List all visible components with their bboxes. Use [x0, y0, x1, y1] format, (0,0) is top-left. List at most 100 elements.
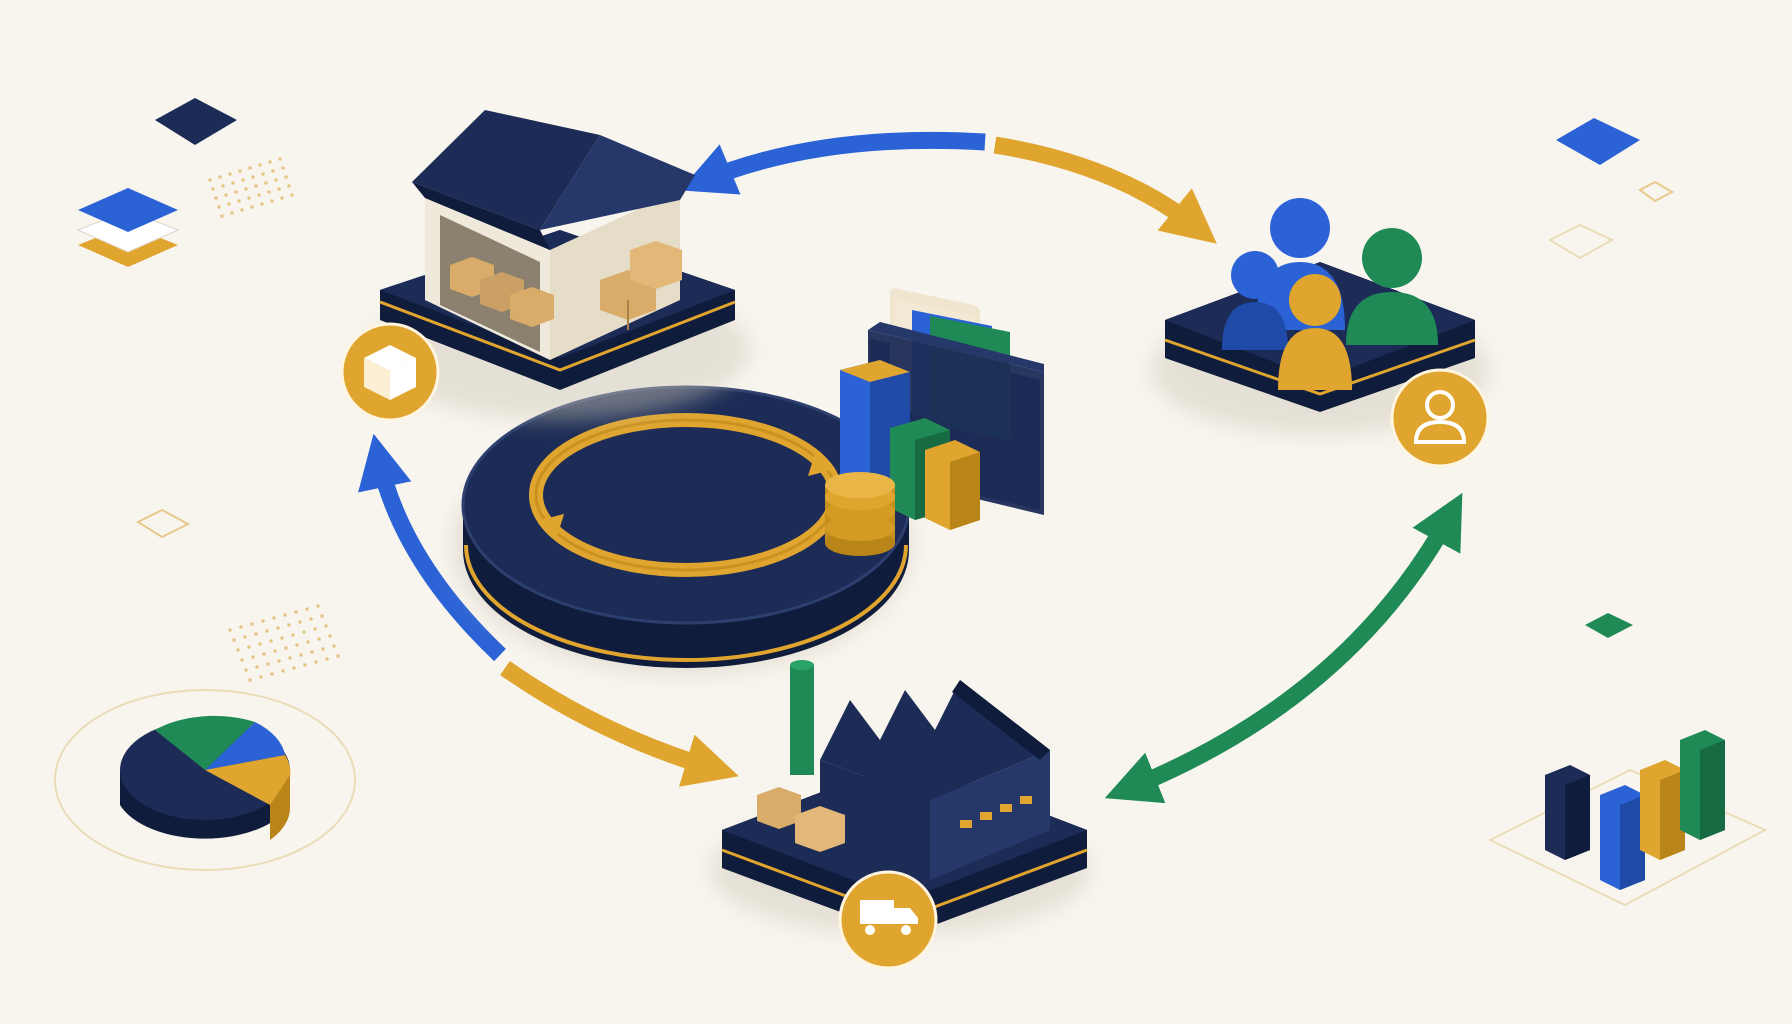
- boxes-icon: [757, 787, 845, 852]
- dot: [280, 636, 284, 640]
- factory-windows: [960, 796, 1032, 828]
- dot: [336, 654, 340, 658]
- chimney-icon: [790, 660, 814, 775]
- dot: [236, 648, 240, 652]
- dot: [281, 669, 285, 673]
- dot: [283, 613, 287, 617]
- dot: [295, 643, 299, 647]
- dot: [280, 196, 284, 200]
- dot: [237, 199, 241, 203]
- dot: [284, 175, 288, 179]
- diamond-outline-icon: [1547, 223, 1615, 260]
- dot: [277, 659, 281, 663]
- dot: [306, 640, 310, 644]
- arrow-warehouse-to-factory: [500, 661, 739, 787]
- dot: [261, 619, 265, 623]
- arrow-customers-to-warehouse: [679, 131, 986, 195]
- dot: [303, 663, 307, 667]
- arrow-factory-to-customers: [1104, 492, 1463, 804]
- bar-chart-icon: [1487, 730, 1768, 907]
- dot: [231, 181, 235, 185]
- pie-chart-icon: [54, 689, 356, 871]
- dot: [247, 645, 251, 649]
- dot: [208, 178, 212, 182]
- dot: [240, 208, 244, 212]
- dot: [266, 662, 270, 666]
- dot: [221, 184, 225, 188]
- dot: [259, 675, 263, 679]
- cube-icon: [364, 345, 416, 400]
- decorations: [54, 98, 1768, 907]
- dot: [269, 639, 273, 643]
- dot: [228, 628, 232, 632]
- dot: [271, 169, 275, 173]
- diamond-outline-icon: [1638, 180, 1675, 203]
- dot: [211, 187, 215, 191]
- dot: [310, 650, 314, 654]
- dot: [234, 190, 238, 194]
- dot: [228, 172, 232, 176]
- cube-badge: [340, 322, 440, 422]
- user-icon: [1413, 390, 1467, 444]
- customers-node: [1150, 198, 1490, 468]
- dot: [240, 658, 244, 662]
- dot: [273, 649, 277, 653]
- dot: [317, 637, 321, 641]
- dot: [224, 193, 228, 197]
- dot: [260, 202, 264, 206]
- dot: [230, 211, 234, 215]
- dot: [299, 653, 303, 657]
- dot: [278, 157, 282, 161]
- dot: [268, 160, 272, 164]
- dot: [255, 665, 259, 669]
- dot: [324, 624, 328, 628]
- dot: [261, 172, 265, 176]
- coin-stack-icon: [825, 472, 895, 556]
- diamond-tile-icon: [1556, 118, 1640, 165]
- dot: [287, 184, 291, 188]
- arrow-warehouse-to-customers: [993, 136, 1217, 244]
- dot: [305, 607, 309, 611]
- dot: [270, 199, 274, 203]
- dot: [217, 205, 221, 209]
- dot: [291, 633, 295, 637]
- dot: [314, 660, 318, 664]
- dot: [276, 626, 280, 630]
- dot: [244, 668, 248, 672]
- dot: [239, 625, 243, 629]
- warehouse-node: [340, 110, 750, 422]
- boxes-icon: [450, 241, 682, 330]
- dot: [290, 193, 294, 197]
- dot: [288, 656, 292, 660]
- dot: [244, 187, 248, 191]
- dot: [250, 622, 254, 626]
- dot: [284, 646, 288, 650]
- diamond-tile-icon: [155, 98, 237, 145]
- dot: [251, 175, 255, 179]
- dot-grid: [208, 157, 294, 218]
- dot: [281, 166, 285, 170]
- dot: [265, 629, 269, 633]
- dot: [251, 655, 255, 659]
- dot: [325, 657, 329, 661]
- dot: [238, 169, 242, 173]
- dot: [248, 166, 252, 170]
- dot: [262, 652, 266, 656]
- dot: [309, 617, 313, 621]
- dot: [316, 604, 320, 608]
- dot: [294, 610, 298, 614]
- dot: [292, 666, 296, 670]
- dot: [258, 163, 262, 167]
- dot: [277, 187, 281, 191]
- factory-node: [710, 660, 1090, 970]
- cycle-arrows: [358, 131, 1463, 804]
- dot: [298, 620, 302, 624]
- dot: [270, 672, 274, 676]
- dot: [272, 616, 276, 620]
- dot: [254, 632, 258, 636]
- arrow-factory-to-warehouse: [358, 433, 506, 662]
- dot: [248, 678, 252, 682]
- dot: [214, 196, 218, 200]
- dot: [241, 178, 245, 182]
